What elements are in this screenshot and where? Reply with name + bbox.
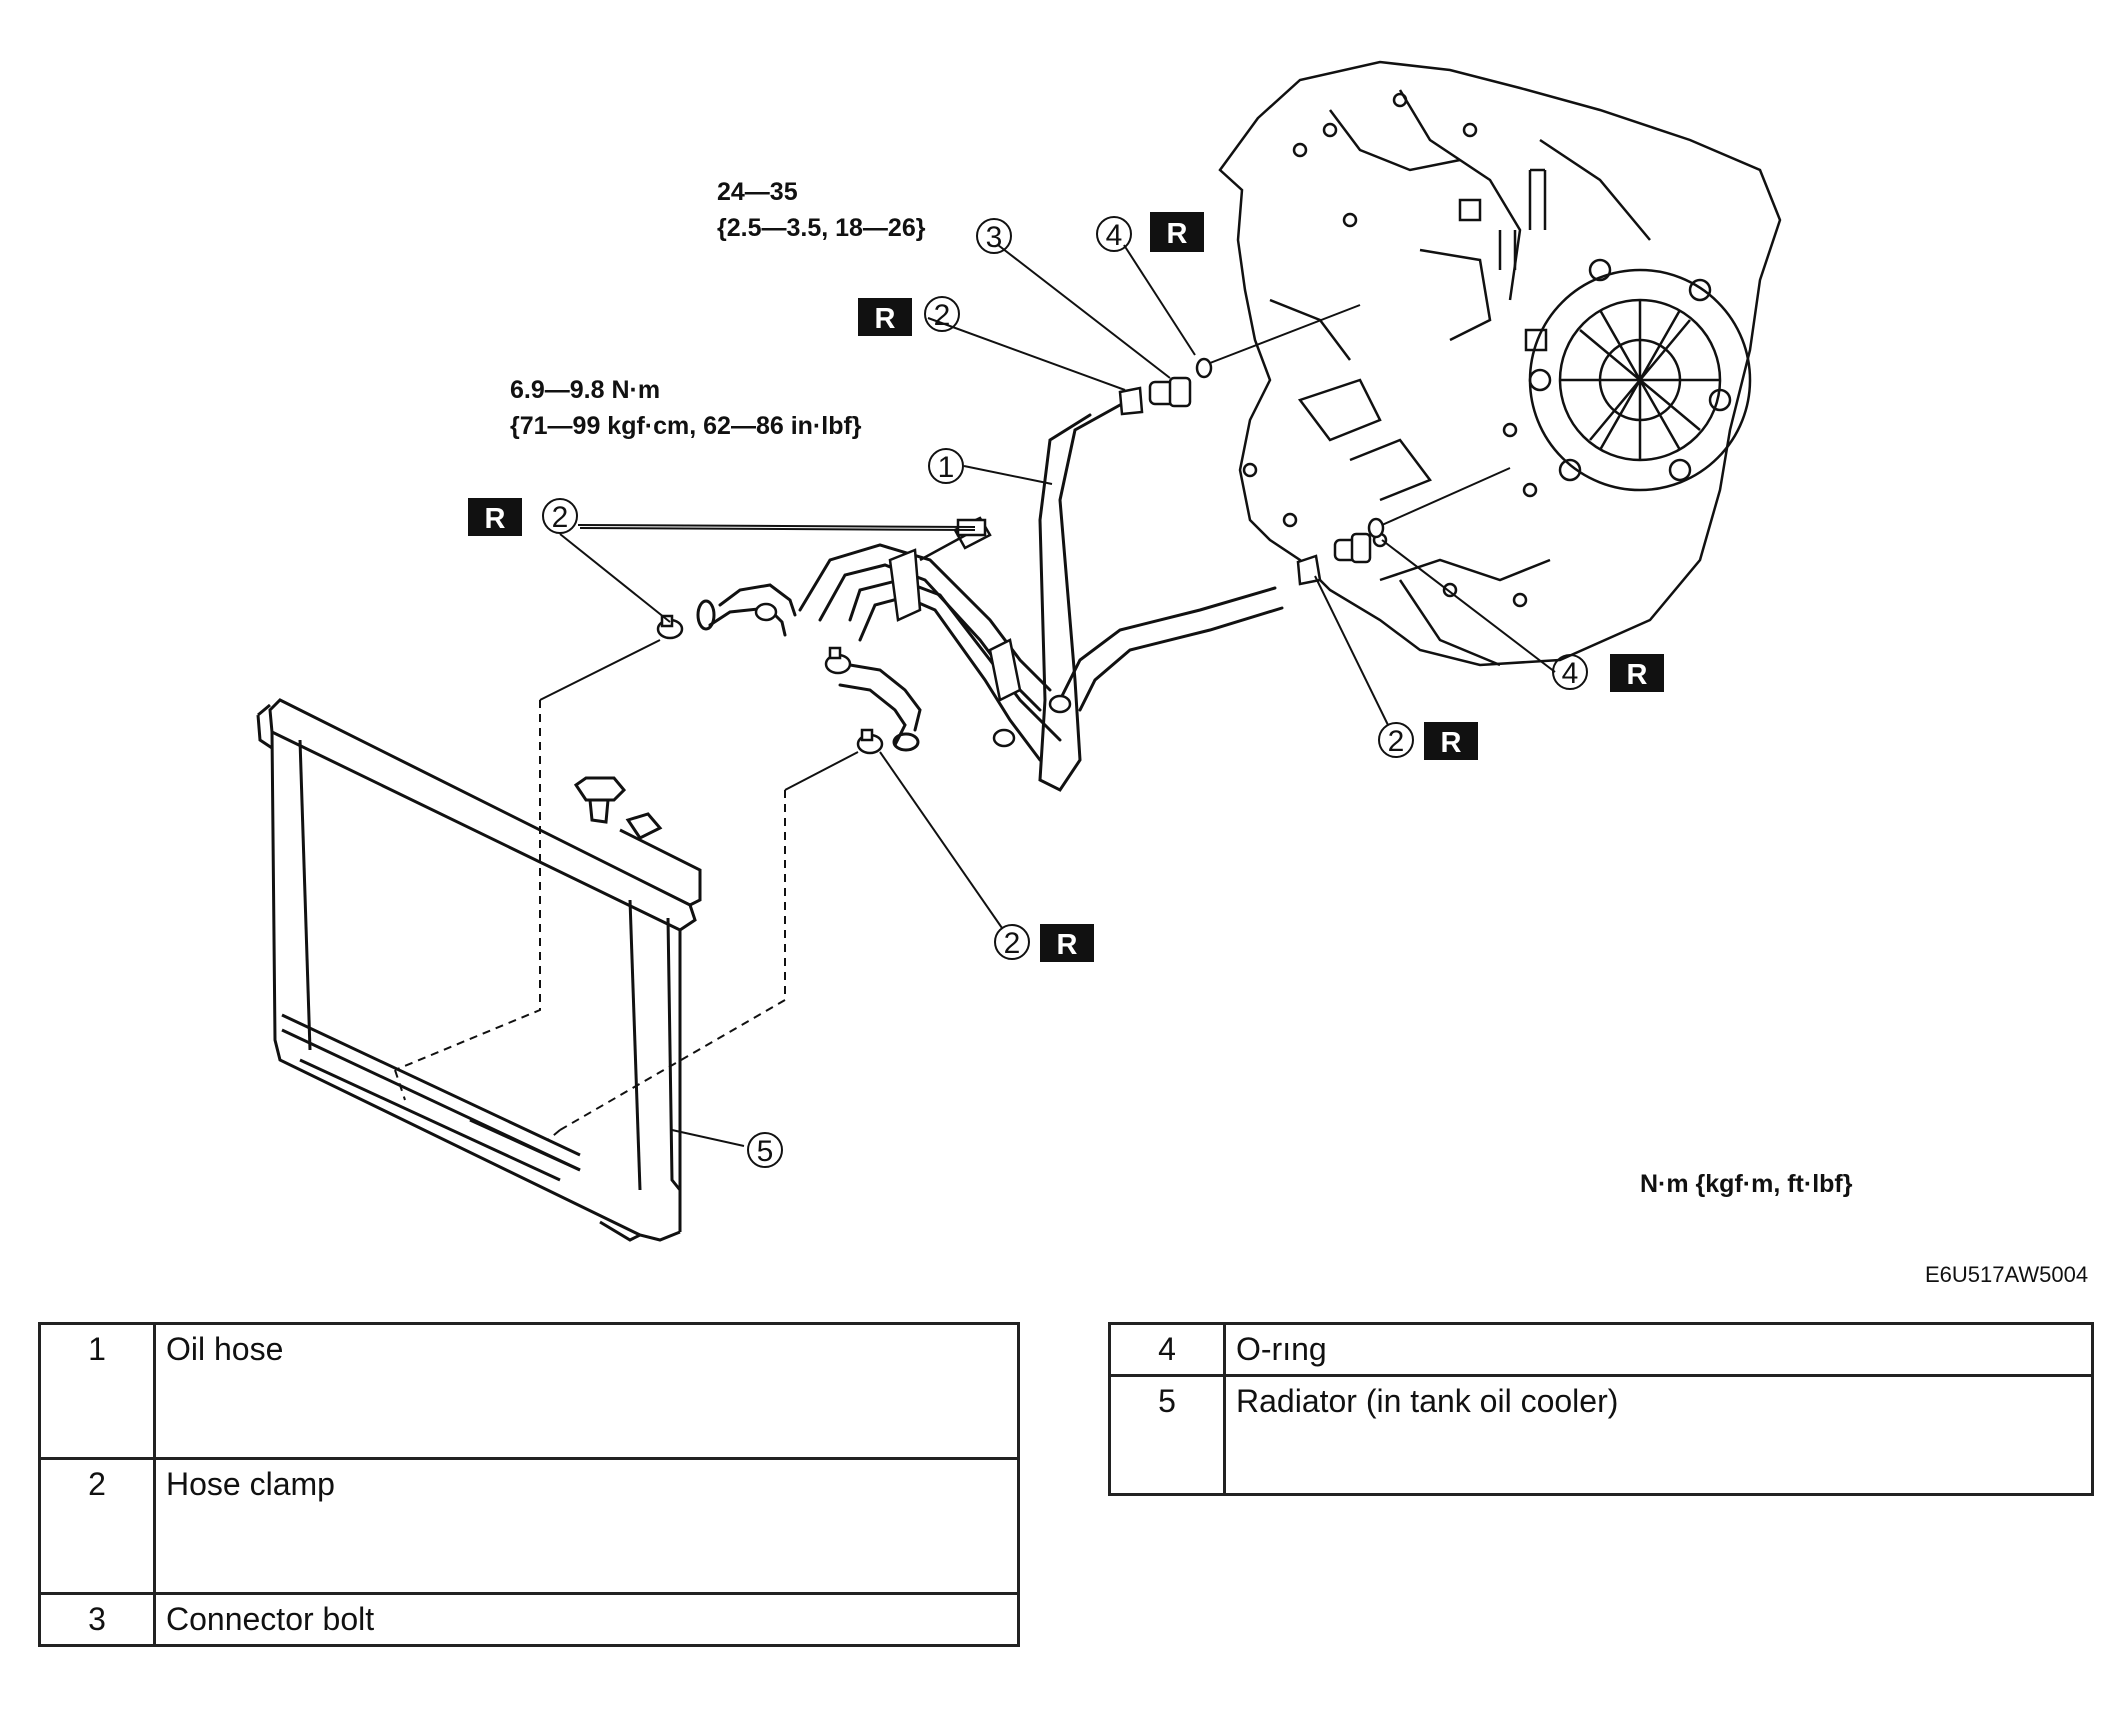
parts-legend-right: 4 O-rıng 5 Radiator (in tank oil cooler) xyxy=(1108,1322,2094,1496)
legend-row: 5 Radiator (in tank oil cooler) xyxy=(1108,1374,2094,1496)
callout-number: 3 xyxy=(986,221,1003,254)
callout-number: 2 xyxy=(552,501,569,534)
replace-marker-label: R xyxy=(1057,929,1078,961)
callout-number: 4 xyxy=(1562,657,1579,690)
legend-row: 1 Oil hose xyxy=(38,1322,1020,1460)
hose-paths-to-radiator xyxy=(539,639,859,791)
callout-number: 2 xyxy=(934,299,951,332)
parts-legend-left: 1 Oil hose 2 Hose clamp 3 Connector bolt xyxy=(38,1322,1020,1647)
replace-marker-label: R xyxy=(1441,727,1462,759)
transaxle-drawing xyxy=(1218,60,1782,667)
callout-4-right: 4 xyxy=(1552,654,1588,690)
torque-spec-bracket-bolt-line1: 6.9—9.8 N·m xyxy=(510,376,660,404)
pipe-bracket xyxy=(888,516,1022,702)
replace-marker-label: R xyxy=(485,503,506,535)
callout-number: 2 xyxy=(1004,927,1021,960)
replace-marker-left: R xyxy=(468,498,522,536)
hidden-lines xyxy=(394,700,786,1141)
replace-marker-label: R xyxy=(1627,659,1648,691)
legend-number: 2 xyxy=(38,1457,156,1595)
lower-connector-assembly xyxy=(1296,517,1385,586)
radiator-drawing xyxy=(256,698,702,1242)
legend-label: Radiator (in tank oil cooler) xyxy=(1223,1374,2094,1496)
upper-connector-assembly xyxy=(1118,357,1213,416)
legend-row: 3 Connector bolt xyxy=(38,1592,1020,1647)
torque-spec-connector-bolt-line2: {2.5—3.5, 18—26} xyxy=(717,214,926,242)
replace-marker-clamp-top: R xyxy=(858,298,912,336)
legend-label: O-rıng xyxy=(1223,1322,2094,1377)
legend-label: Hose clamp xyxy=(153,1457,1020,1595)
legend-number: 1 xyxy=(38,1322,156,1460)
replace-marker-top: R xyxy=(1150,212,1204,252)
hose-clamps xyxy=(656,602,1072,755)
transaxle-pipes xyxy=(1209,304,1511,526)
legend-label: Connector bolt xyxy=(153,1592,1020,1647)
callout-number: 2 xyxy=(1388,725,1405,758)
oil-hoses xyxy=(696,403,1284,792)
callout-number: 1 xyxy=(938,451,955,484)
legend-number: 4 xyxy=(1108,1322,1226,1377)
callout-2-top: 2 xyxy=(924,296,960,332)
units-note: N·m {kgf·m, ft·lbf} xyxy=(1640,1170,1853,1198)
oil-cooler-diagram: 24—35 {2.5—3.5, 18—26} 6.9—9.8 N·m {71—9… xyxy=(256,60,2088,1287)
figure-code: E6U517AW5004 xyxy=(1925,1262,2088,1287)
replace-marker-clamp-right: R xyxy=(1424,722,1478,760)
callout-1: 1 xyxy=(928,448,964,484)
callout-2-bottom: 2 xyxy=(994,924,1030,960)
torque-spec-bracket-bolt-line2: {71—99 kgf·cm, 62—86 in·lbf} xyxy=(510,412,862,440)
legend-number: 5 xyxy=(1108,1374,1226,1496)
callout-number: 4 xyxy=(1106,219,1123,252)
legend-label: Oil hose xyxy=(153,1322,1020,1460)
callout-5: 5 xyxy=(747,1132,783,1168)
callout-2-left: 2 xyxy=(542,498,578,534)
replace-marker-clamp-bottom: R xyxy=(1040,924,1094,962)
replace-marker-label: R xyxy=(875,303,896,335)
legend-row: 2 Hose clamp xyxy=(38,1457,1020,1595)
callout-2-right: 2 xyxy=(1378,722,1414,758)
callout-4-top: 4 xyxy=(1096,216,1132,252)
replace-marker-label: R xyxy=(1167,218,1188,250)
callout-number: 5 xyxy=(757,1135,774,1168)
callout-3: 3 xyxy=(976,218,1012,254)
legend-number: 3 xyxy=(38,1592,156,1647)
torque-spec-connector-bolt-line1: 24—35 xyxy=(717,178,798,206)
leader-lines xyxy=(559,244,1556,1147)
legend-row: 4 O-rıng xyxy=(1108,1322,2094,1377)
replace-marker-oring-right: R xyxy=(1610,654,1664,692)
